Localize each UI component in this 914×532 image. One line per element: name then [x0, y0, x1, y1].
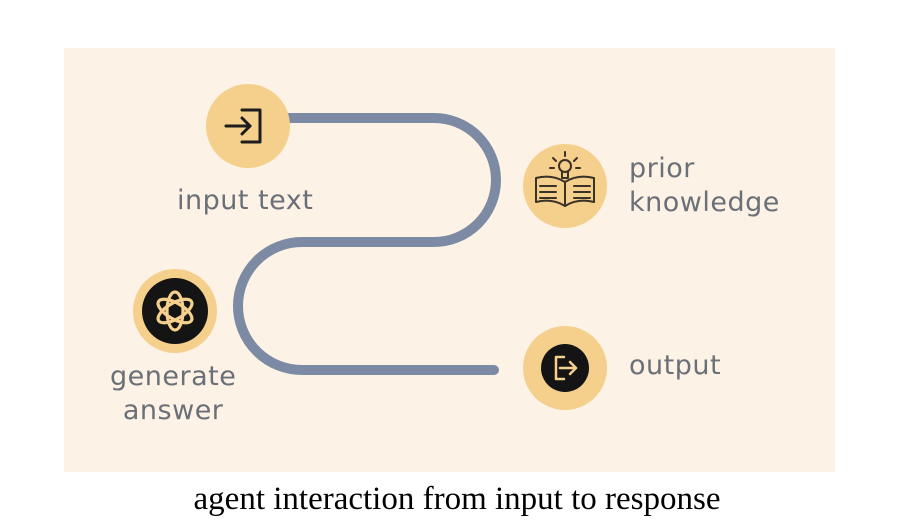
generate-answer-node — [133, 269, 217, 353]
input-label: input text — [177, 185, 314, 216]
output-node — [523, 326, 607, 410]
input-node — [206, 84, 290, 168]
figure-caption: agent interaction from input to response — [193, 481, 721, 517]
openai-logo-icon — [156, 290, 194, 332]
prior-knowledge-node — [523, 144, 607, 228]
login-icon — [224, 108, 262, 144]
openai-logo-background — [142, 278, 208, 344]
logout-icon — [554, 355, 578, 381]
diagram-panel: input text prior knowledge generate answ… — [64, 48, 835, 472]
book-lightbulb-icon — [535, 151, 595, 207]
output-label: output — [629, 350, 722, 381]
prior-knowledge-label: prior knowledge — [629, 153, 780, 218]
flow-diagram — [133, 84, 607, 410]
generate-answer-label: generate answer — [110, 361, 237, 426]
flow-path — [233, 113, 501, 375]
